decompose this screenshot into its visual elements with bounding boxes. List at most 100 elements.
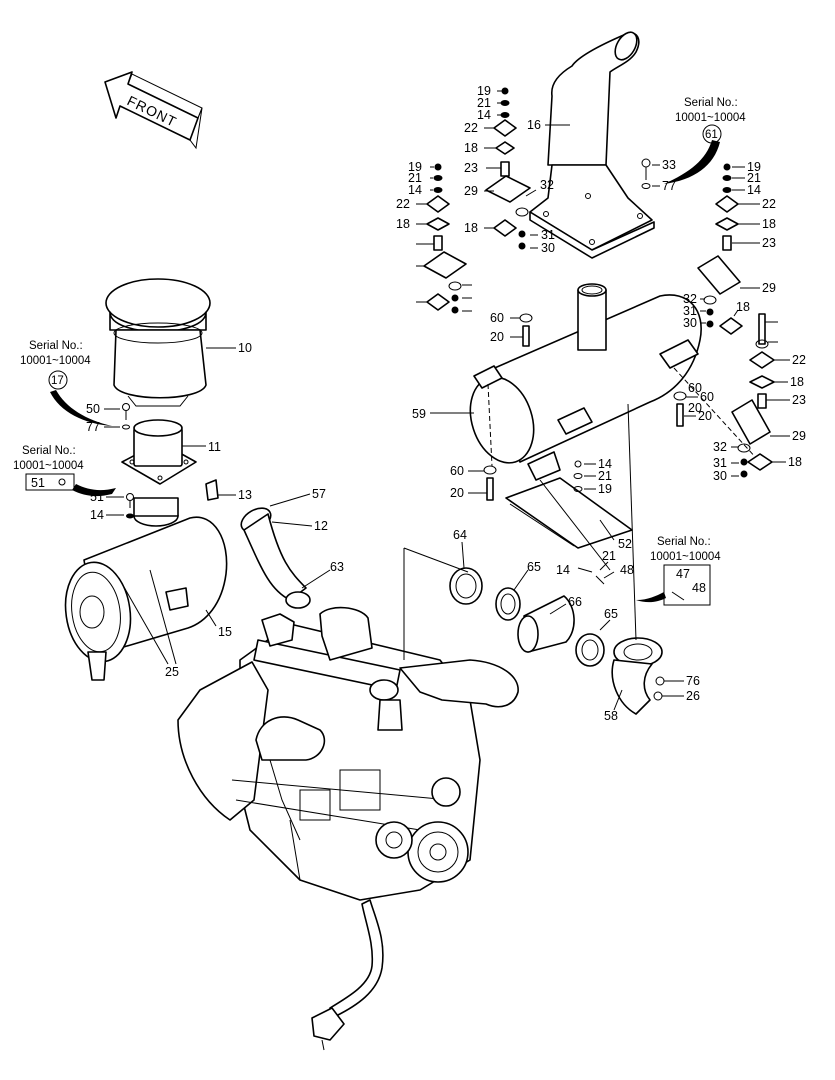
muffler [469,283,759,481]
callout: 14 [477,108,491,122]
callout: 26 [686,689,700,703]
serial-note-4748: Serial No.: 10001~10004 47 48 [650,536,721,606]
serial-title: Serial No.: [29,340,83,352]
callout: 31 [683,304,697,318]
serial-title: Serial No.: [657,536,711,548]
callout: 15 [218,625,232,639]
callout: 30 [683,316,697,330]
serial-circle-number: 17 [51,375,64,387]
callout-labels: 19 21 14 22 18 16 19 21 14 22 18 23 29 3… [86,84,806,723]
callout: 76 [686,674,700,688]
precleaner-cap [105,278,211,407]
callout: 20 [688,401,702,415]
serial-note-51: Serial No.: 10001~10004 51 [13,445,84,491]
mount-hardware [122,87,775,601]
callout: 21 [598,469,612,483]
callout: 18 [464,141,478,155]
callout: 13 [238,488,252,502]
serial-circle-number: 61 [705,129,718,141]
callout: 32 [713,440,727,454]
serial-range: 10001~10004 [675,112,746,124]
callout: 14 [556,563,570,577]
callout: 21 [747,171,761,185]
callout: 19 [747,160,761,174]
callout: 20 [450,486,464,500]
callout: 30 [541,241,555,255]
callout: 60 [688,381,702,395]
callout: 22 [464,121,478,135]
callout: 20 [490,330,504,344]
callout: 60 [490,311,504,325]
callout: 60 [450,464,464,478]
serial-range: 10001~10004 [20,355,91,367]
callout: 51 [90,490,104,504]
callout: 64 [453,528,467,542]
air-inlet-pipe [121,419,197,485]
callout: 21 [602,549,616,563]
front-arrow: FRONT [104,71,203,150]
callout: 18 [396,217,410,231]
callout: 31 [713,456,727,470]
callout: 20 [698,409,712,423]
callout: 59 [412,407,426,421]
callout: 18 [790,375,804,389]
callout: 32 [683,292,697,306]
callout: 21 [408,171,422,185]
callout: 29 [792,429,806,443]
serial-title: Serial No.: [684,97,738,109]
callout: 65 [604,607,618,621]
serial-note-61: Serial No.: 10001~10004 61 [675,97,746,144]
callout: 10 [238,341,252,355]
callout: 14 [747,183,761,197]
callout: 18 [736,300,750,314]
callout: 48 [620,563,634,577]
serial-box-number: 48 [692,581,706,595]
callout: 57 [312,487,326,501]
callout: 12 [314,519,328,533]
callout: 32 [540,178,554,192]
callout: 21 [477,96,491,110]
callout: 14 [598,457,612,471]
callout: 22 [762,197,776,211]
heat-shield [505,477,633,549]
callout: 19 [477,84,491,98]
serial-pointers [50,140,720,603]
engine-block [177,606,519,901]
callout: 30 [713,469,727,483]
intake-hose [205,479,311,609]
exhaust-stack [529,31,655,259]
callout: 23 [762,236,776,250]
callout: 25 [165,665,179,679]
leader-lines [104,90,790,711]
callout: 18 [464,221,478,235]
air-cleaner-body [64,497,228,681]
callout: 18 [762,217,776,231]
callout: 29 [464,184,478,198]
callout: 22 [396,197,410,211]
callout: 23 [792,393,806,407]
callout: 77 [86,420,100,434]
callout: 22 [792,353,806,367]
serial-title: Serial No.: [22,445,76,457]
callout: 29 [762,281,776,295]
exhaust-connection-parts [449,567,665,715]
serial-box-number: 51 [31,476,45,490]
callout: 16 [527,118,541,132]
serial-note-17: Serial No.: 10001~10004 17 [20,340,91,390]
callout: 50 [86,402,100,416]
callout: 58 [604,709,618,723]
callout: 14 [90,508,104,522]
callout: 19 [408,160,422,174]
serial-range: 10001~10004 [650,551,721,563]
callout: 60 [700,390,714,404]
serial-box-number: 47 [676,567,690,581]
callout: 66 [568,595,582,609]
callout: 63 [330,560,344,574]
callout: 77 [662,179,676,193]
callout: 23 [464,161,478,175]
callout: 18 [788,455,802,469]
callout: 31 [541,228,555,242]
callout: 52 [618,537,632,551]
callout: 65 [527,560,541,574]
